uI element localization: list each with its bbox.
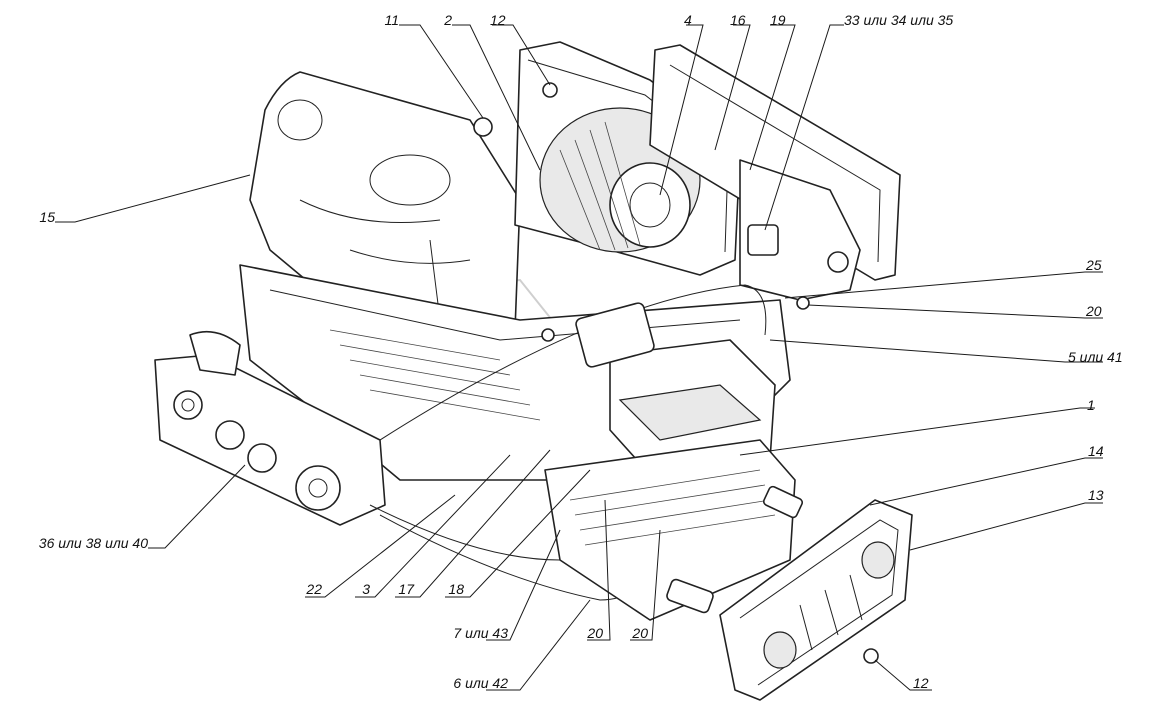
callout-3: 3 (362, 581, 370, 597)
callout-13: 13 (1088, 487, 1104, 503)
callout-6-42: 6 или 42 (453, 675, 508, 691)
callout-12-bottom: 12 (913, 675, 929, 691)
callout-labels: 11 2 12 4 16 19 33 или 34 или 35 15 25 2… (39, 12, 1123, 691)
callout-2: 2 (443, 12, 452, 28)
callout-20-bottom-a: 20 (586, 625, 603, 641)
heater-unit-drawing (154, 41, 913, 701)
callout-12-top: 12 (490, 12, 506, 28)
leader-lines (55, 24, 1103, 691)
blower-housing (514, 41, 741, 276)
callout-20-right: 20 (1085, 303, 1102, 319)
callout-14: 14 (1088, 443, 1104, 459)
callout-18: 18 (448, 581, 464, 597)
callout-36-38-40: 36 или 38 или 40 (39, 535, 148, 551)
radiator-cover-plate (719, 499, 913, 701)
callout-16: 16 (730, 12, 746, 28)
callout-20-bottom-b: 20 (631, 625, 648, 641)
callout-11: 11 (384, 12, 399, 28)
callout-19: 19 (770, 12, 786, 28)
callout-4: 4 (684, 12, 692, 28)
callout-22: 22 (305, 581, 322, 597)
callout-7-43: 7 или 43 (453, 625, 508, 641)
callout-17: 17 (398, 581, 415, 597)
control-panel (154, 330, 386, 526)
screws (473, 82, 879, 664)
callout-5-41: 5 или 41 (1068, 349, 1123, 365)
callout-33-34-35: 33 или 34 или 35 (844, 12, 953, 28)
callout-15: 15 (39, 209, 55, 225)
callout-1: 1 (1087, 397, 1095, 413)
right-housing (739, 159, 861, 301)
callout-25: 25 (1085, 257, 1102, 273)
